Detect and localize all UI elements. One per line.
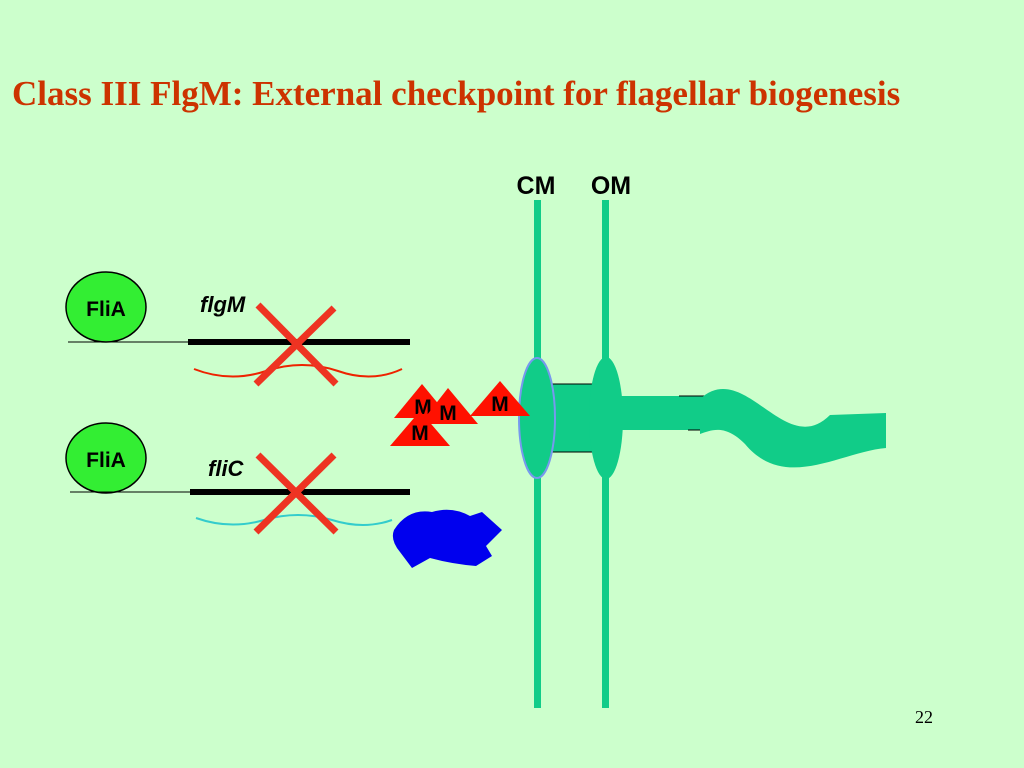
flgm-triangle-4 [470, 381, 530, 416]
flia-label-1: FliA [86, 298, 126, 321]
flgm-label-4: M [491, 393, 509, 416]
flgm-triangle-3 [420, 388, 478, 424]
flia-label-2: FliA [86, 449, 126, 472]
flic-gene-label: fliC [208, 456, 245, 481]
om-label: OM [591, 172, 631, 200]
flagellar-filament [700, 389, 886, 468]
flgm-label-3: M [439, 402, 457, 425]
flgm-label-2: M [411, 422, 429, 445]
l-ring [589, 357, 623, 479]
cm-label: CM [517, 172, 556, 200]
page-number: 22 [915, 707, 933, 727]
flia-protein-2 [65, 422, 147, 494]
slide-title: Class III FlgM: External checkpoint for … [12, 74, 901, 113]
flagellin-protein [392, 509, 502, 568]
flgm-gene-label: flgM [200, 292, 246, 317]
flgm-mrna [193, 364, 403, 378]
flic-mrna [195, 514, 393, 526]
flagellar-hook [620, 396, 706, 430]
cross-line-1b [255, 302, 339, 387]
ms-ring [518, 357, 556, 479]
cross-line-2b [255, 452, 339, 535]
flgm-triangle-2 [390, 411, 450, 446]
